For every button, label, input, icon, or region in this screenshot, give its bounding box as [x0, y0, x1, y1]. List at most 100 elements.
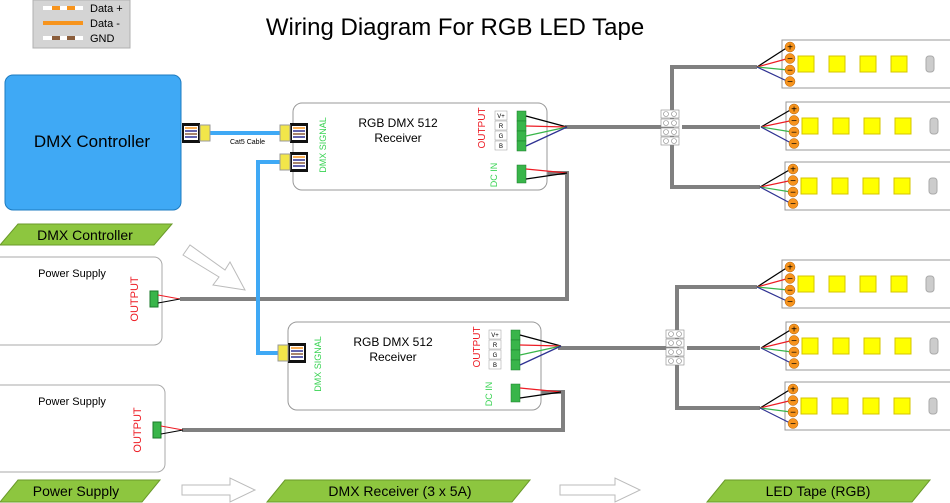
resistor	[928, 397, 938, 415]
led-chip	[890, 275, 908, 293]
power-supply-label: Power Supply	[38, 268, 106, 280]
terminal-pad	[788, 335, 800, 346]
terminal-pad	[784, 53, 796, 64]
led-chip	[797, 55, 815, 73]
rj45-connector	[277, 343, 306, 363]
terminal-sign: −	[790, 396, 796, 407]
terminal-pad	[784, 296, 796, 307]
led-chip	[801, 117, 819, 135]
power-wires	[180, 65, 760, 432]
pin-label: B	[493, 363, 497, 369]
section-label-power-supply: Power Supply	[33, 483, 119, 499]
cable-label: Cat5 Cable	[230, 139, 265, 146]
terminal-pad	[787, 383, 799, 395]
flow-arrows	[181, 244, 642, 503]
terminal-pad	[784, 284, 796, 296]
receiver-title: RGB DMX 512	[358, 116, 438, 130]
led-chip	[832, 117, 850, 135]
dmx-signal-label: DMX SIGNAL	[318, 117, 328, 173]
terminal-pad	[787, 395, 799, 406]
terminal-sign: +	[790, 385, 796, 396]
section-label-controller: DMX Controller	[37, 227, 133, 243]
terminal-sign: +	[790, 165, 796, 176]
dmx-controller: DMX Controller	[4, 74, 182, 211]
terminal-pad	[788, 115, 800, 126]
power-supply-label: Power Supply	[38, 396, 106, 408]
resistor	[925, 55, 935, 73]
dc-in-label: DC IN	[489, 163, 499, 188]
terminal-sign: −	[791, 128, 797, 139]
led-chip	[859, 55, 877, 73]
pin-label: B	[499, 144, 503, 150]
terminal-pad	[784, 76, 796, 87]
led-chip	[863, 337, 881, 355]
pin-label: G	[493, 353, 498, 359]
led-strip-5: +−−−	[760, 321, 950, 371]
controller-label: DMX Controller	[34, 132, 151, 151]
led-chip	[893, 397, 911, 415]
terminal-pad	[784, 273, 796, 284]
terminal-pad	[788, 138, 800, 149]
terminal-sign: −	[787, 297, 793, 308]
legend-data-plus: Data +	[90, 3, 123, 15]
terminal-sign: −	[787, 77, 793, 88]
terminal-sign: −	[787, 286, 793, 297]
terminal-sign: −	[791, 336, 797, 347]
terminal-pad	[787, 175, 799, 186]
terminal-pad	[784, 64, 796, 76]
dc-in-label: DC IN	[484, 382, 494, 407]
led-chip	[862, 177, 880, 195]
terminal-sign: −	[790, 176, 796, 187]
led-chip	[800, 397, 818, 415]
pin-label: V+	[497, 114, 505, 120]
receiver-subtitle: Receiver	[374, 131, 421, 145]
terminal-pad	[787, 198, 799, 209]
section-label-receiver: DMX Receiver (3 x 5A)	[328, 483, 471, 499]
terminal-pad	[788, 126, 800, 138]
terminal-pad	[787, 163, 799, 175]
power-supply-output-label: OUTPUT	[129, 276, 141, 322]
led-chip	[863, 117, 881, 135]
terminal-sign: +	[791, 325, 797, 336]
resistor	[928, 177, 938, 195]
led-chip	[894, 117, 912, 135]
receiver-subtitle: Receiver	[369, 350, 416, 364]
dmx-signal-label: DMX SIGNAL	[313, 336, 323, 392]
led-chip	[893, 177, 911, 195]
led-chip	[831, 397, 849, 415]
terminal-pad	[784, 261, 796, 273]
led-strip-3: +−−−	[759, 161, 950, 211]
terminal-sign: −	[790, 199, 796, 210]
terminal-sign: +	[787, 263, 793, 274]
terminal-sign: +	[787, 43, 793, 54]
terminal-sign: −	[787, 66, 793, 77]
terminal-sign: −	[791, 359, 797, 370]
led-chip	[828, 275, 846, 293]
terminal-pad	[788, 358, 800, 369]
terminal-pad	[787, 418, 799, 429]
rj45-connector	[279, 152, 308, 172]
led-chip	[797, 275, 815, 293]
terminal-sign: −	[790, 419, 796, 430]
terminal-sign: −	[787, 274, 793, 285]
output-label: OUTPUT	[477, 107, 488, 148]
diagram-title: Wiring Diagram For RGB LED Tape	[266, 14, 644, 41]
pin-label: G	[499, 134, 504, 140]
terminal-pad	[784, 41, 796, 53]
terminal-sign: +	[791, 105, 797, 116]
terminal-sign: −	[790, 408, 796, 419]
cat5-cables	[200, 131, 282, 355]
led-strip-6: +−−−	[759, 381, 950, 431]
legend: Data + Data - GND	[32, 0, 131, 49]
terminal-sign: −	[787, 54, 793, 65]
led-chip	[801, 337, 819, 355]
rj45-connector	[182, 123, 211, 143]
receiver-title: RGB DMX 512	[353, 335, 433, 349]
terminal-pad	[788, 103, 800, 115]
terminal-pad	[788, 323, 800, 335]
led-chip	[859, 275, 877, 293]
wire-splitter	[665, 329, 685, 366]
